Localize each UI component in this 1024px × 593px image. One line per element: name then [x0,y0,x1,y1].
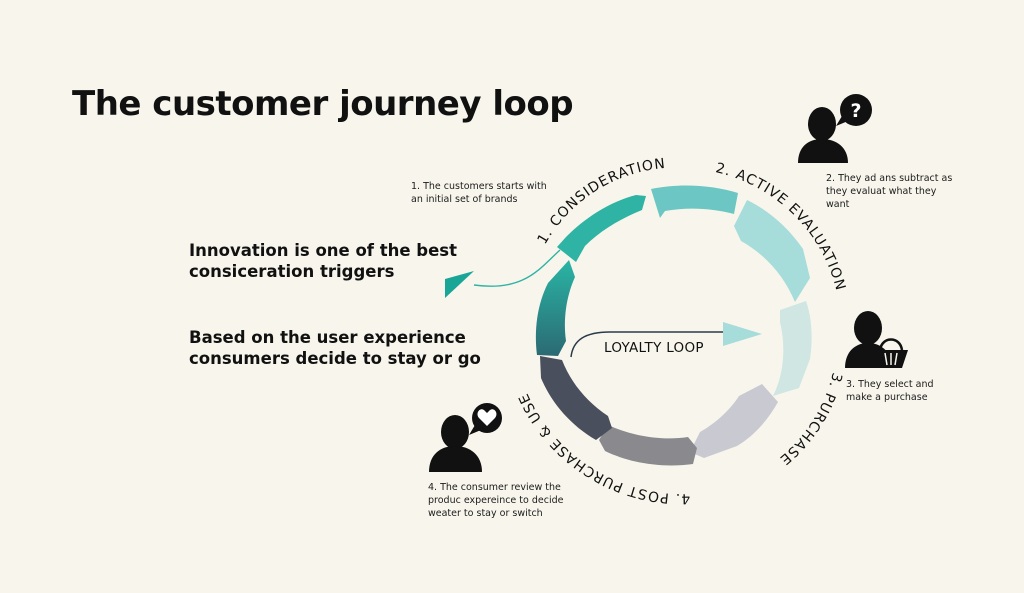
trigger-curve [473,249,561,287]
segment-consideration-entry [651,185,738,218]
headline-experience: Based on the user experience consumers d… [189,328,481,368]
person-heart-icon [429,403,502,472]
segment-post-purchase-a [599,425,697,466]
loyalty-loop-label: LOYALTY LOOP [604,340,704,356]
person-question-icon: ? [798,94,872,163]
stage-note-post-purchase: 4. The consumer review the produc expere… [428,482,564,519]
segment-consideration-left [535,260,575,356]
person-basket-icon [845,311,908,368]
loyalty-loop-line [570,331,735,358]
stage-note-purchase: 3. They select and make a purchase [846,379,934,403]
stage-note-consideration: 1. The customers starts with an initial … [411,181,547,205]
segment-post-purchase-b [540,356,612,440]
segment-evaluation-end [773,301,812,396]
segment-consideration-upper [557,195,646,262]
trigger-arrow [445,271,474,298]
svg-text:?: ? [850,100,861,122]
segment-purchase [690,384,778,458]
headline-triggers: Innovation is one of the best consicerat… [189,241,458,281]
page-title: The customer journey loop [72,84,574,124]
loyalty-loop-arrowhead [723,322,762,346]
stage-note-active-evaluation: 2. They ad ans subtract as they evaluat … [826,173,953,210]
segment-active-evaluation [734,200,810,302]
